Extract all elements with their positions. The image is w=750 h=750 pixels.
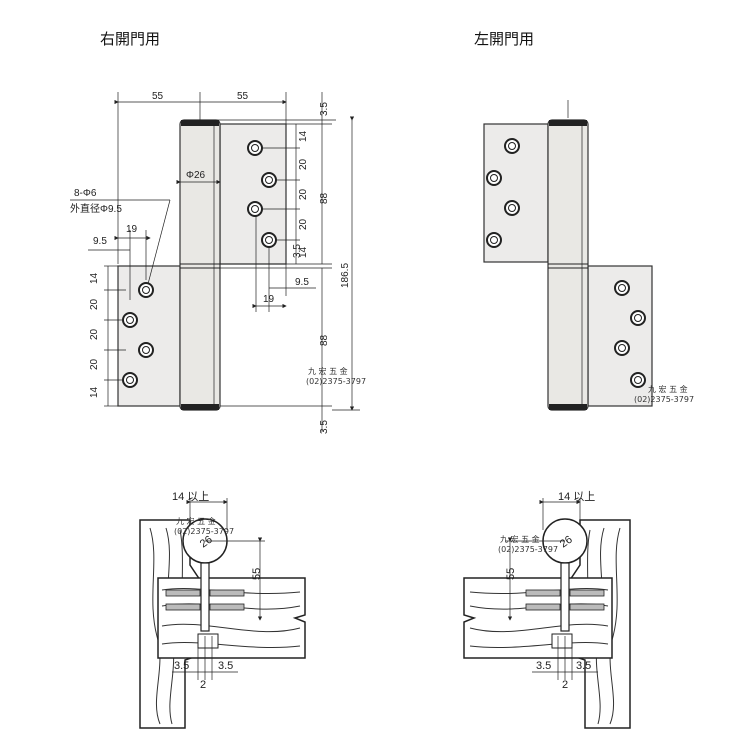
screw-hole-inner [265,236,273,244]
screw [525,603,561,611]
watermark-name: 九 宏 五 金 [308,366,348,376]
dim-2: 2 [562,679,568,691]
screw [569,603,605,611]
watermark-name: 九 宏 五 金 [176,516,216,526]
watermark-phone: (02)2375-3797 [174,527,234,536]
watermark-phone: (02)2375-3797 [306,377,366,386]
screw-hole-inner [634,314,642,322]
dim-20-a: 20 [89,298,100,310]
dim-3-5-a: 3.5 [536,660,551,672]
screw [209,589,245,597]
wood-grain [469,641,609,649]
watermark-phone: (02)2375-3797 [498,545,558,554]
screw [569,589,605,597]
dim-19-right: 19 [263,294,275,305]
dim-phi26-section: 26 [558,534,575,551]
barrel-bottom-cap [549,404,587,410]
screw-hole-inner [490,236,498,244]
door-panel [463,577,613,659]
dim-3-5-b: 3.5 [576,660,591,672]
screw [525,589,561,597]
dim-phi26: Φ26 [186,170,206,181]
stop-block [551,633,573,649]
barrel-top-cap [549,120,587,126]
screw-hole-inner [508,142,516,150]
dim-88-lower: 88 [319,334,330,346]
dim-55-left: 55 [152,91,164,102]
stop-block [197,633,219,649]
screw-hole-inner [126,316,134,324]
screws [525,589,605,611]
barrel-top-cap [181,120,219,126]
hinge-plate [200,562,210,632]
screw-hole-inner [126,376,134,384]
screw-hole-inner [508,204,516,212]
screw-hole-inner [142,286,150,294]
dim-55-right: 55 [237,91,249,102]
screw-hole-inner [618,284,626,292]
left-open-section-view: 26 14 以上 55 3.5 3.5 2 九 宏 五 金 (02)2375-3… [463,490,631,729]
dim-20-b: 20 [89,328,100,340]
watermark-name: 九 宏 五 金 [648,384,688,394]
dim-20-f: 20 [298,218,309,230]
dim-20-e: 20 [298,188,309,200]
dim-20-d: 20 [298,158,309,170]
screw-hole-inner [634,376,642,384]
dim-14-d: 14 [298,246,309,258]
dim-20-c: 20 [89,358,100,370]
door-panel [157,577,306,659]
screws [165,589,245,611]
dim-55-section: 55 [505,568,517,580]
lower-holes [122,282,154,388]
screw-hole-inner [490,174,498,182]
left-open-front-view: 九 宏 五 金 (02)2375-3797 [483,100,694,411]
outer-diameter-spec: 外直径Φ9.5 [70,202,122,215]
dim-3-5-bottom: 3.5 [319,420,330,434]
dim-2: 2 [200,679,206,691]
dim-19-left: 19 [126,224,138,235]
dim-88-upper: 88 [319,192,330,204]
right-open-front-view: 55 55 Φ26 8-Φ6 外直径Φ9.5 9.5 19 14 20 20 2… [70,91,366,434]
dim-3-5-mid: 3.5 [292,244,303,258]
dim-14-a: 14 [89,272,100,284]
upper-holes [486,138,520,248]
dim-9-5-left: 9.5 [93,236,107,247]
watermark-name: 九 宏 五 金 [500,534,540,544]
screw [165,603,201,611]
wood-grain [161,623,301,633]
screw-hole-inner [251,144,259,152]
dim-14-over: 14 以上 [558,490,595,503]
dim-14-c: 14 [298,130,309,142]
lower-holes [614,280,646,388]
screw [165,589,201,597]
screw-hole-inner [251,205,259,213]
screw-hole-inner [618,344,626,352]
dim-55-section: 55 [251,568,263,580]
holes-spec: 8-Φ6 [74,188,97,199]
dim-14-over: 14 以上 [172,490,209,503]
title-right-open: 右開門用 [100,30,160,48]
wood-grain [469,623,609,633]
watermark-phone: (02)2375-3797 [634,395,694,404]
dim-3-5-b: 3.5 [218,660,233,672]
title-left-open: 左開門用 [474,30,534,48]
right-open-section-view: 26 14 以上 55 3.5 3.5 2 九 宏 五 金 (02)2375-3… [139,490,306,729]
dim-9-5-right: 9.5 [295,277,309,288]
leader [147,199,171,285]
barrel-bottom-cap [181,404,219,410]
dim-14-b: 14 [89,386,100,398]
dim-186-5: 186.5 [340,263,351,288]
screw-hole-inner [142,346,150,354]
screw-hole-inner [265,176,273,184]
hinge-plate [560,562,570,632]
dim-3-5-a: 3.5 [174,660,189,672]
wood-grain [161,641,301,649]
dim-phi26-section: 26 [198,534,215,551]
dim-3-5-top: 3.5 [319,102,330,116]
screw [209,603,245,611]
